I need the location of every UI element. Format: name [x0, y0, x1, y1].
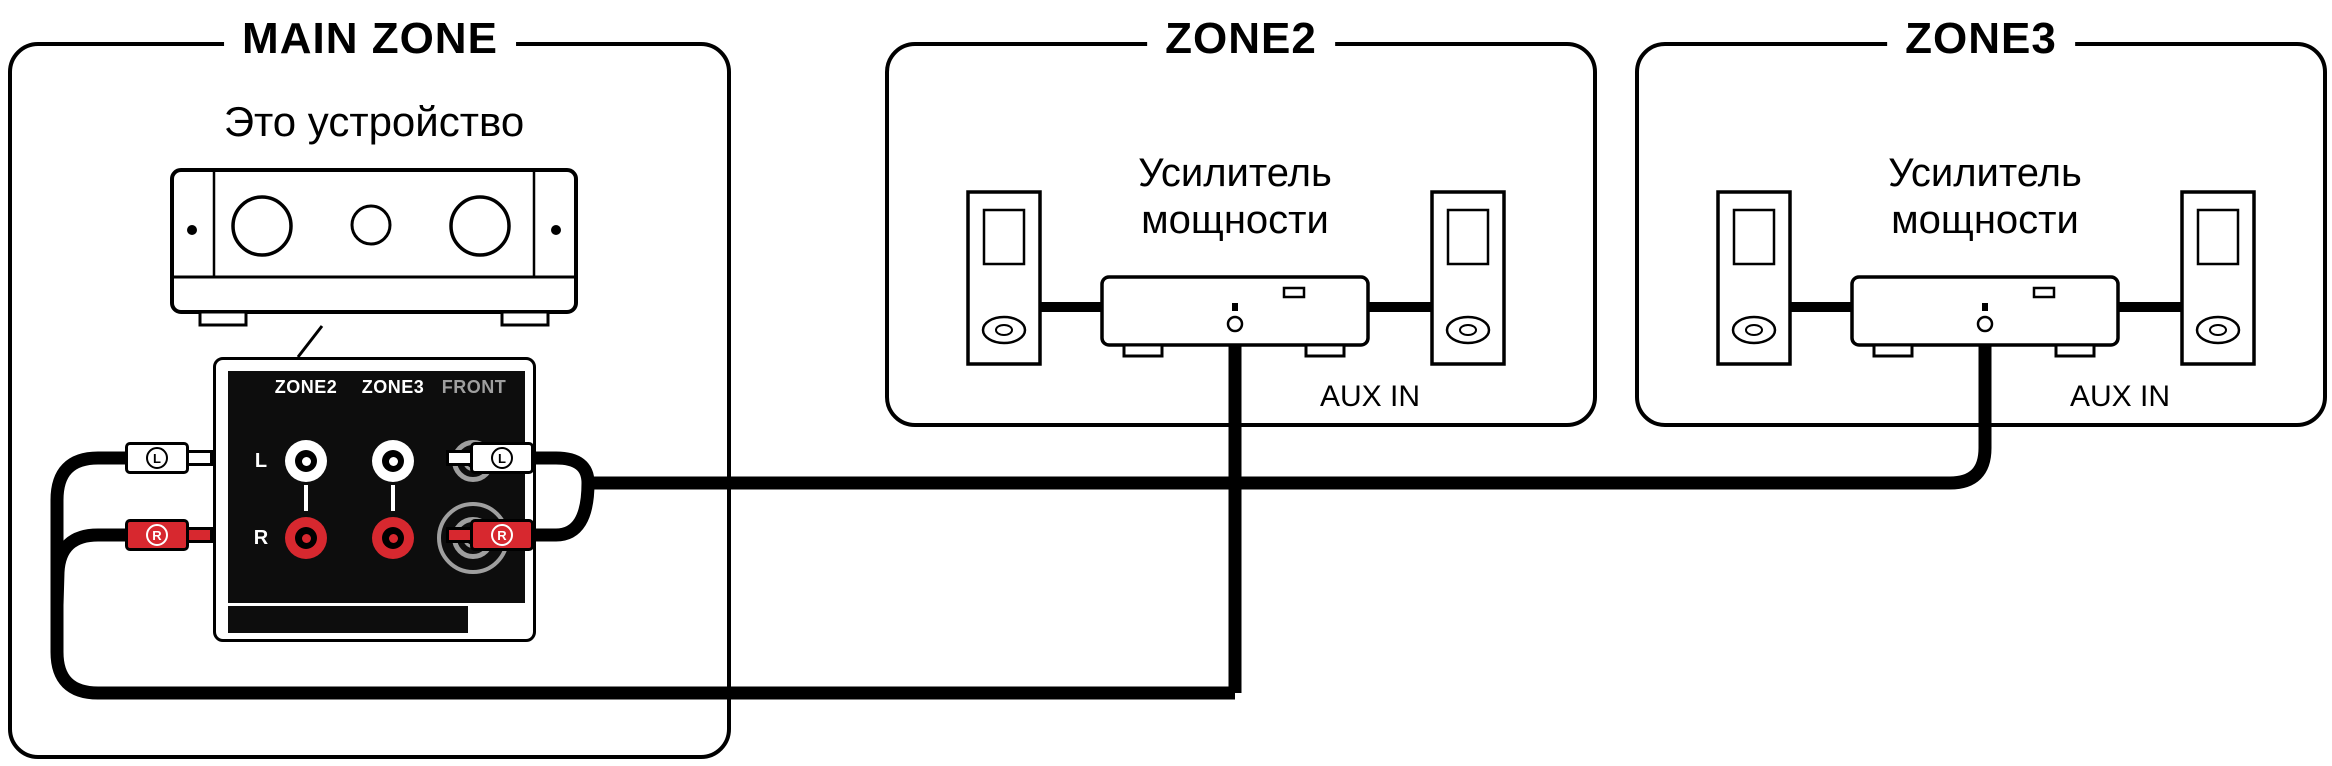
cable-top-run: [586, 340, 1992, 490]
amp-label-zone2: Усилитель мощности: [1138, 151, 1332, 243]
preout-panel: ZONE2 ZONE3 FRONT L R: [213, 357, 536, 642]
jack-zone3-r: [372, 517, 414, 559]
amp-zone2-display: [1282, 286, 1306, 299]
plug-tip: [186, 527, 213, 543]
jack-zone2-r: [285, 517, 327, 559]
plug-letter: L: [146, 447, 168, 469]
zone2-title: ZONE2: [1147, 14, 1335, 64]
amp-zone3-display: [2032, 286, 2056, 299]
speaker-zone3-left: [1716, 190, 1792, 366]
cable-left-red: [50, 528, 160, 606]
main-zone-title: MAIN ZONE: [224, 14, 516, 64]
amp-zone3: [1850, 275, 2120, 358]
zone3-equipment: [1716, 190, 2256, 366]
plug-letter: R: [146, 524, 168, 546]
plug-letter: R: [491, 524, 513, 546]
panel-bottom-bar: [228, 606, 468, 633]
amp-zone3-foot-right: [2054, 343, 2096, 358]
amp-zone3-power: [1976, 315, 1994, 333]
receiver-center-dial: [350, 204, 392, 246]
amp-zone2-power: [1226, 315, 1244, 333]
plug-tip: [446, 527, 473, 543]
jack-zone3-l: [372, 440, 414, 482]
panel-label-zone2: ZONE2: [274, 377, 338, 397]
panel-right-channel-label: R: [253, 527, 269, 549]
cable-right-red: [530, 482, 595, 542]
cable-right-white: [530, 451, 595, 484]
cable-art: [50, 340, 1992, 700]
speaker-zone2-left: [966, 190, 1042, 366]
aux-in-label-zone3: AUX IN: [2070, 380, 2171, 413]
receiver-foot-right: [500, 310, 550, 327]
jack-tick-zone2: [304, 485, 308, 511]
receiver-illustration: [170, 168, 578, 327]
panel-label-zone3: ZONE3: [361, 377, 425, 397]
zone2-equipment: [966, 190, 1506, 366]
rca-plug-left-l: L: [125, 442, 213, 474]
rca-plug-right-l: L: [446, 442, 534, 474]
amp-zone2: [1100, 275, 1370, 358]
jack-tick-zone3: [391, 485, 395, 511]
receiver-left-knob: [231, 195, 293, 257]
receiver-foot-left: [198, 310, 248, 327]
speaker-zone2-right: [1430, 190, 1506, 366]
rca-plug-left-r: R: [125, 519, 213, 551]
panel-label-front: FRONT: [441, 377, 507, 397]
panel-pointer-line: [296, 325, 324, 358]
jack-zone2-l: [285, 440, 327, 482]
receiver-right-knob: [449, 195, 511, 257]
plug-tip: [446, 450, 473, 466]
amp-zone2-foot-left: [1122, 343, 1164, 358]
amp-label-zone3: Усилитель мощности: [1888, 151, 2082, 243]
panel-left-channel-label: L: [254, 450, 268, 472]
speaker-zone3-right: [2180, 190, 2256, 366]
plug-tip: [186, 450, 213, 466]
device-label: Это устройство: [223, 98, 525, 145]
plug-letter: L: [491, 447, 513, 469]
rca-plug-right-r: R: [446, 519, 534, 551]
amp-zone2-foot-right: [1304, 343, 1346, 358]
zone3-title: ZONE3: [1887, 14, 2075, 64]
aux-in-label-zone2: AUX IN: [1320, 380, 1421, 413]
amp-zone3-foot-left: [1872, 343, 1914, 358]
